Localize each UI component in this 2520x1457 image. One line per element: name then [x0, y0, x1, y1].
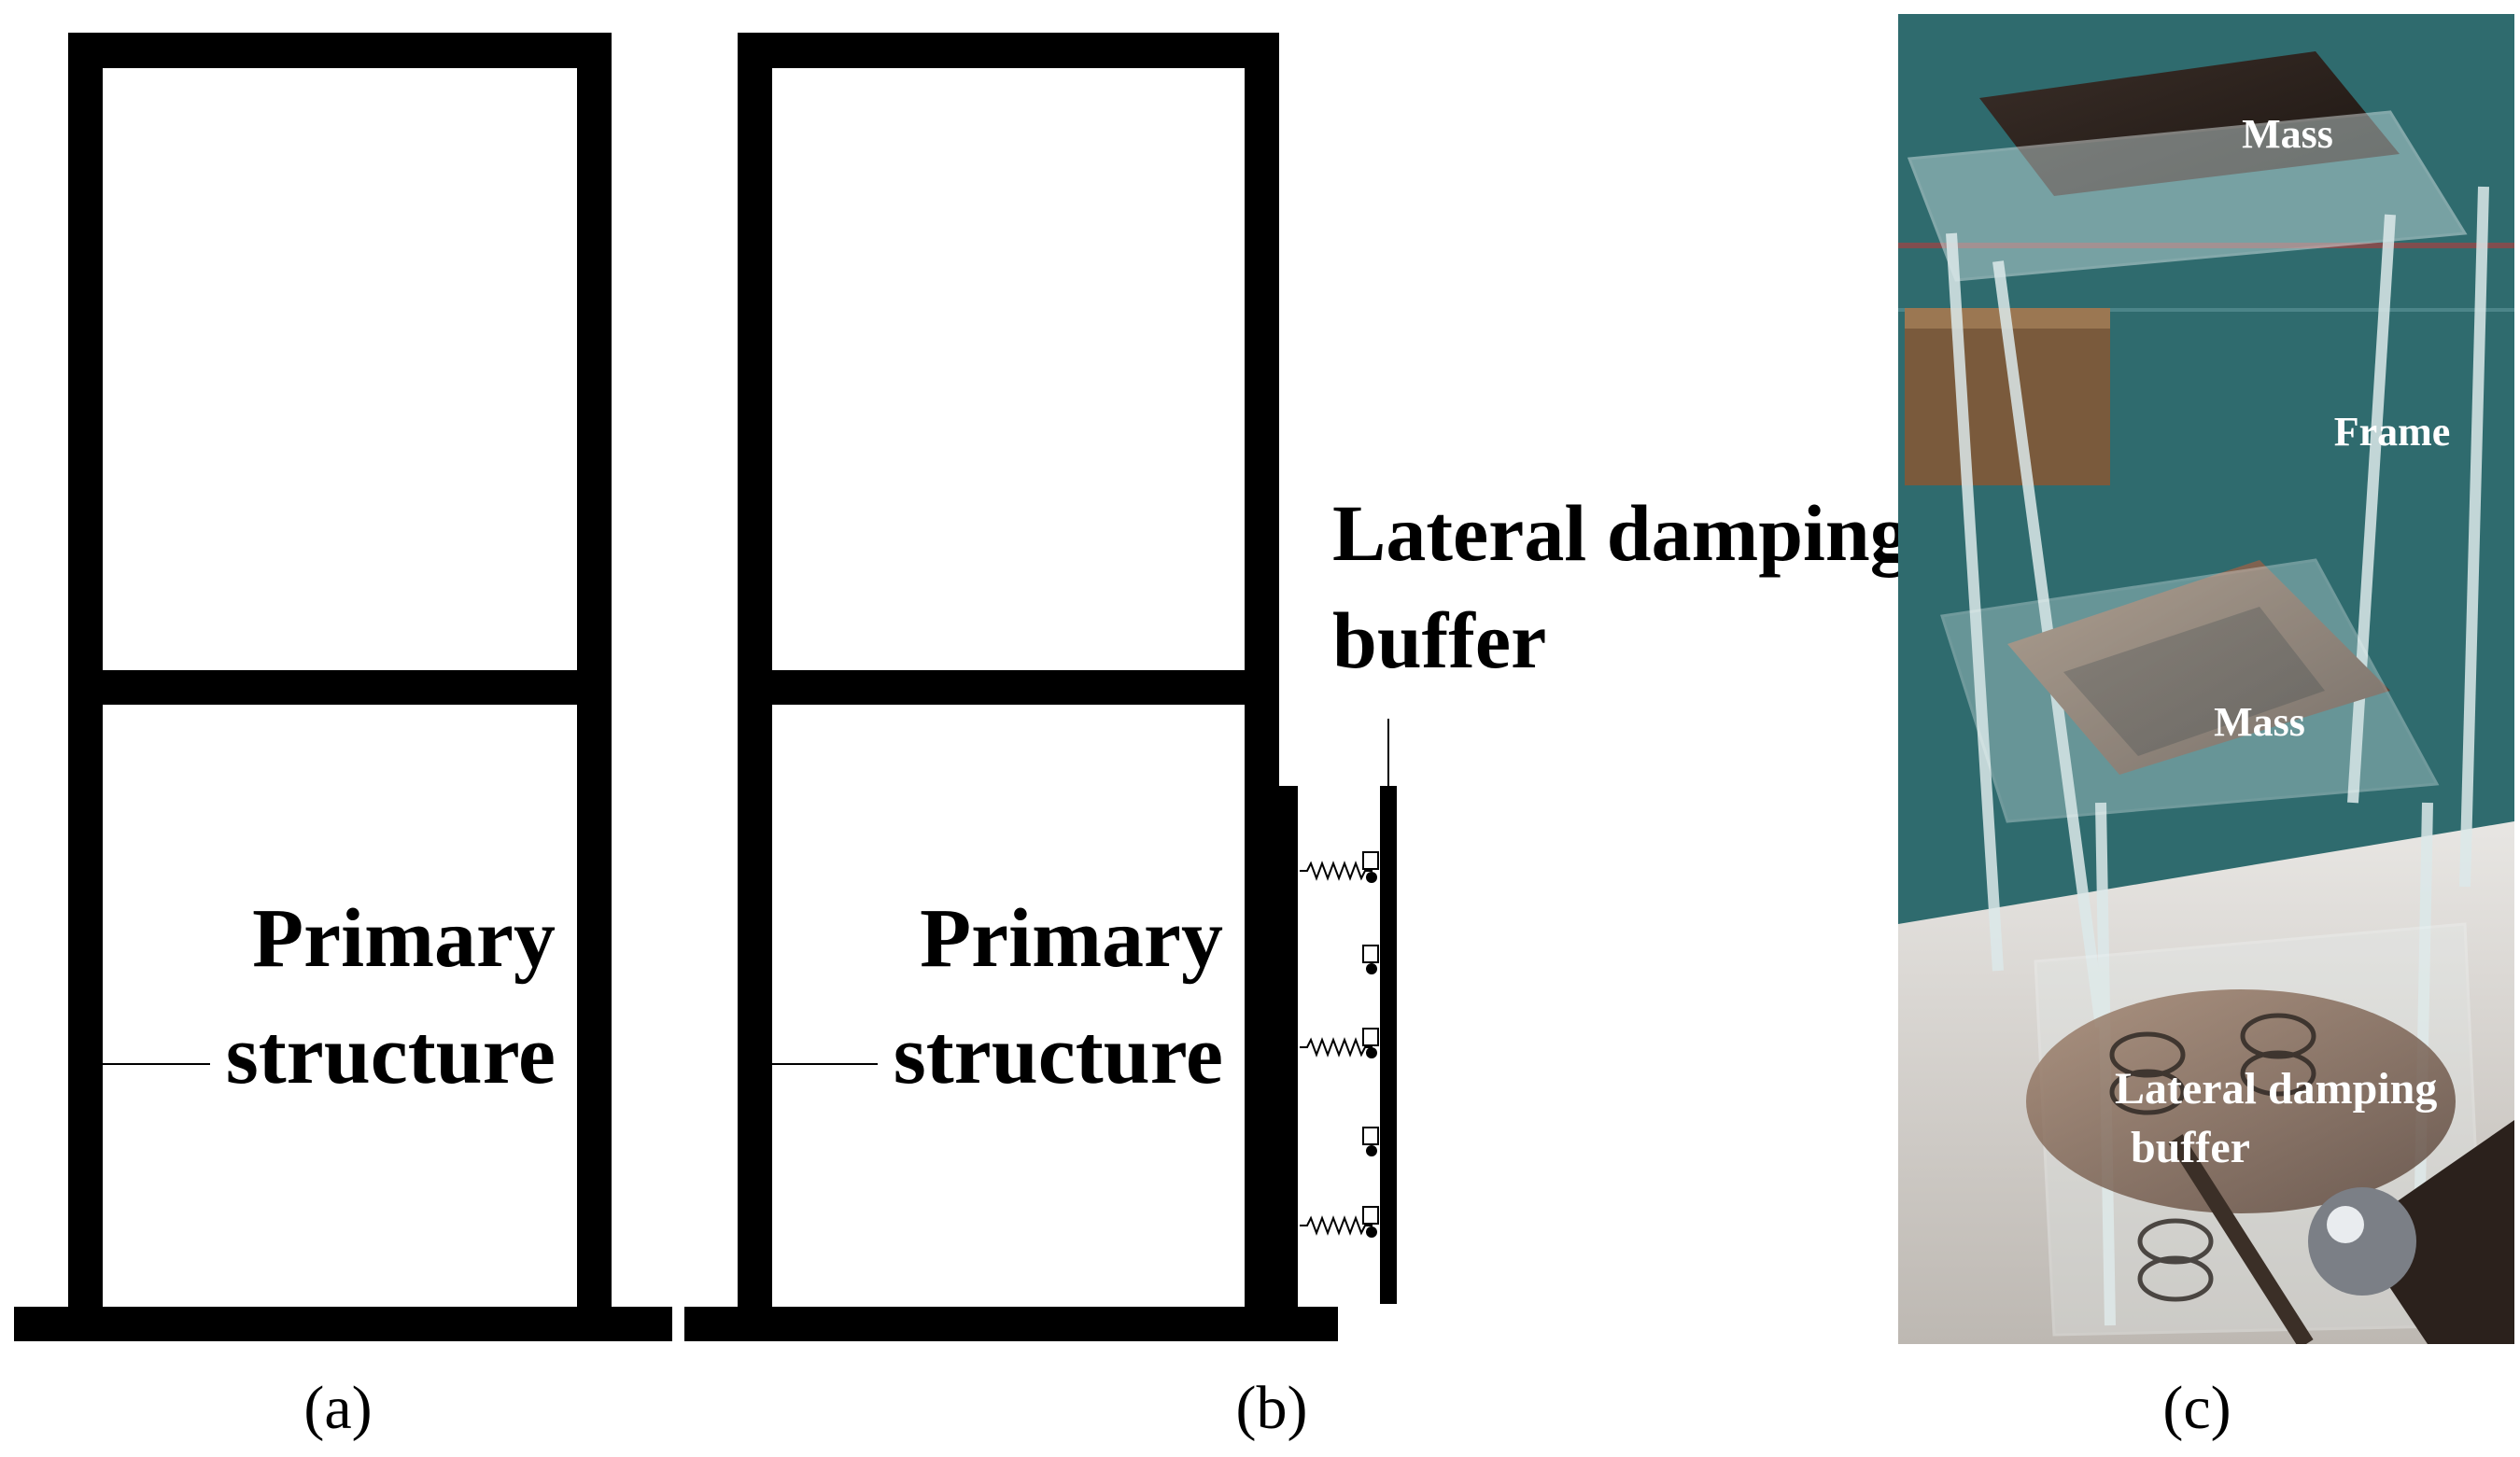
panel-b-floor-beam — [738, 670, 1279, 705]
photo-label-frame: Frame — [2334, 409, 2451, 455]
photo-label-buffer-line2: buffer — [2131, 1123, 2250, 1172]
panel-a-label-primary: Primary — [252, 892, 556, 985]
panel-a-frame — [14, 33, 672, 1341]
panel-a-label-structure: structure — [226, 1009, 556, 1101]
photo-buffer-springs — [2026, 989, 2456, 1213]
photo-steel-ball — [2308, 1187, 2416, 1296]
photo-mid-plate — [1940, 558, 2440, 823]
panel-b-caption: (b) — [1236, 1374, 1308, 1442]
photo-label-buffer-line1: Lateral damping — [2115, 1064, 2437, 1114]
photo-steel-wedge — [2353, 1120, 2514, 1344]
panel-a-floor-beam — [68, 670, 612, 705]
panel-a-roof-beam — [68, 33, 612, 68]
panel-c-photo — [1898, 14, 2514, 1344]
photo-label-mass-mid: Mass — [2214, 699, 2305, 745]
photo-label-mass-top: Mass — [2242, 111, 2333, 157]
panel-b-buffer-label-line2: buffer — [1332, 595, 1546, 685]
panel-a-base — [14, 1307, 672, 1341]
panel-b-label-structure: structure — [894, 1009, 1223, 1101]
panel-b-roof-beam — [738, 33, 1279, 68]
spring-1 — [1300, 851, 1379, 883]
panel-b-damping-buffer — [1300, 719, 1397, 1304]
spring-5 — [1300, 1206, 1379, 1238]
pad-4 — [1362, 1127, 1379, 1156]
panel-b-label-primary: Primary — [920, 892, 1223, 985]
photo-top-plate — [1907, 110, 2468, 282]
panel-a-caption: (a) — [303, 1374, 372, 1442]
panel-b-base — [684, 1307, 1338, 1341]
panel-b-attachment-plate — [1279, 786, 1298, 1316]
buffer-plate — [1380, 786, 1397, 1304]
pad-2 — [1362, 945, 1379, 974]
panel-b-frame — [684, 33, 1338, 1341]
panel-c-caption: (c) — [2162, 1374, 2231, 1442]
photo-floor-lines — [1898, 243, 2514, 248]
photo-mass-top — [1979, 51, 2400, 196]
spring-3 — [1300, 1028, 1379, 1058]
panel-b-buffer-label-line1: Lateral damping — [1332, 488, 1910, 578]
